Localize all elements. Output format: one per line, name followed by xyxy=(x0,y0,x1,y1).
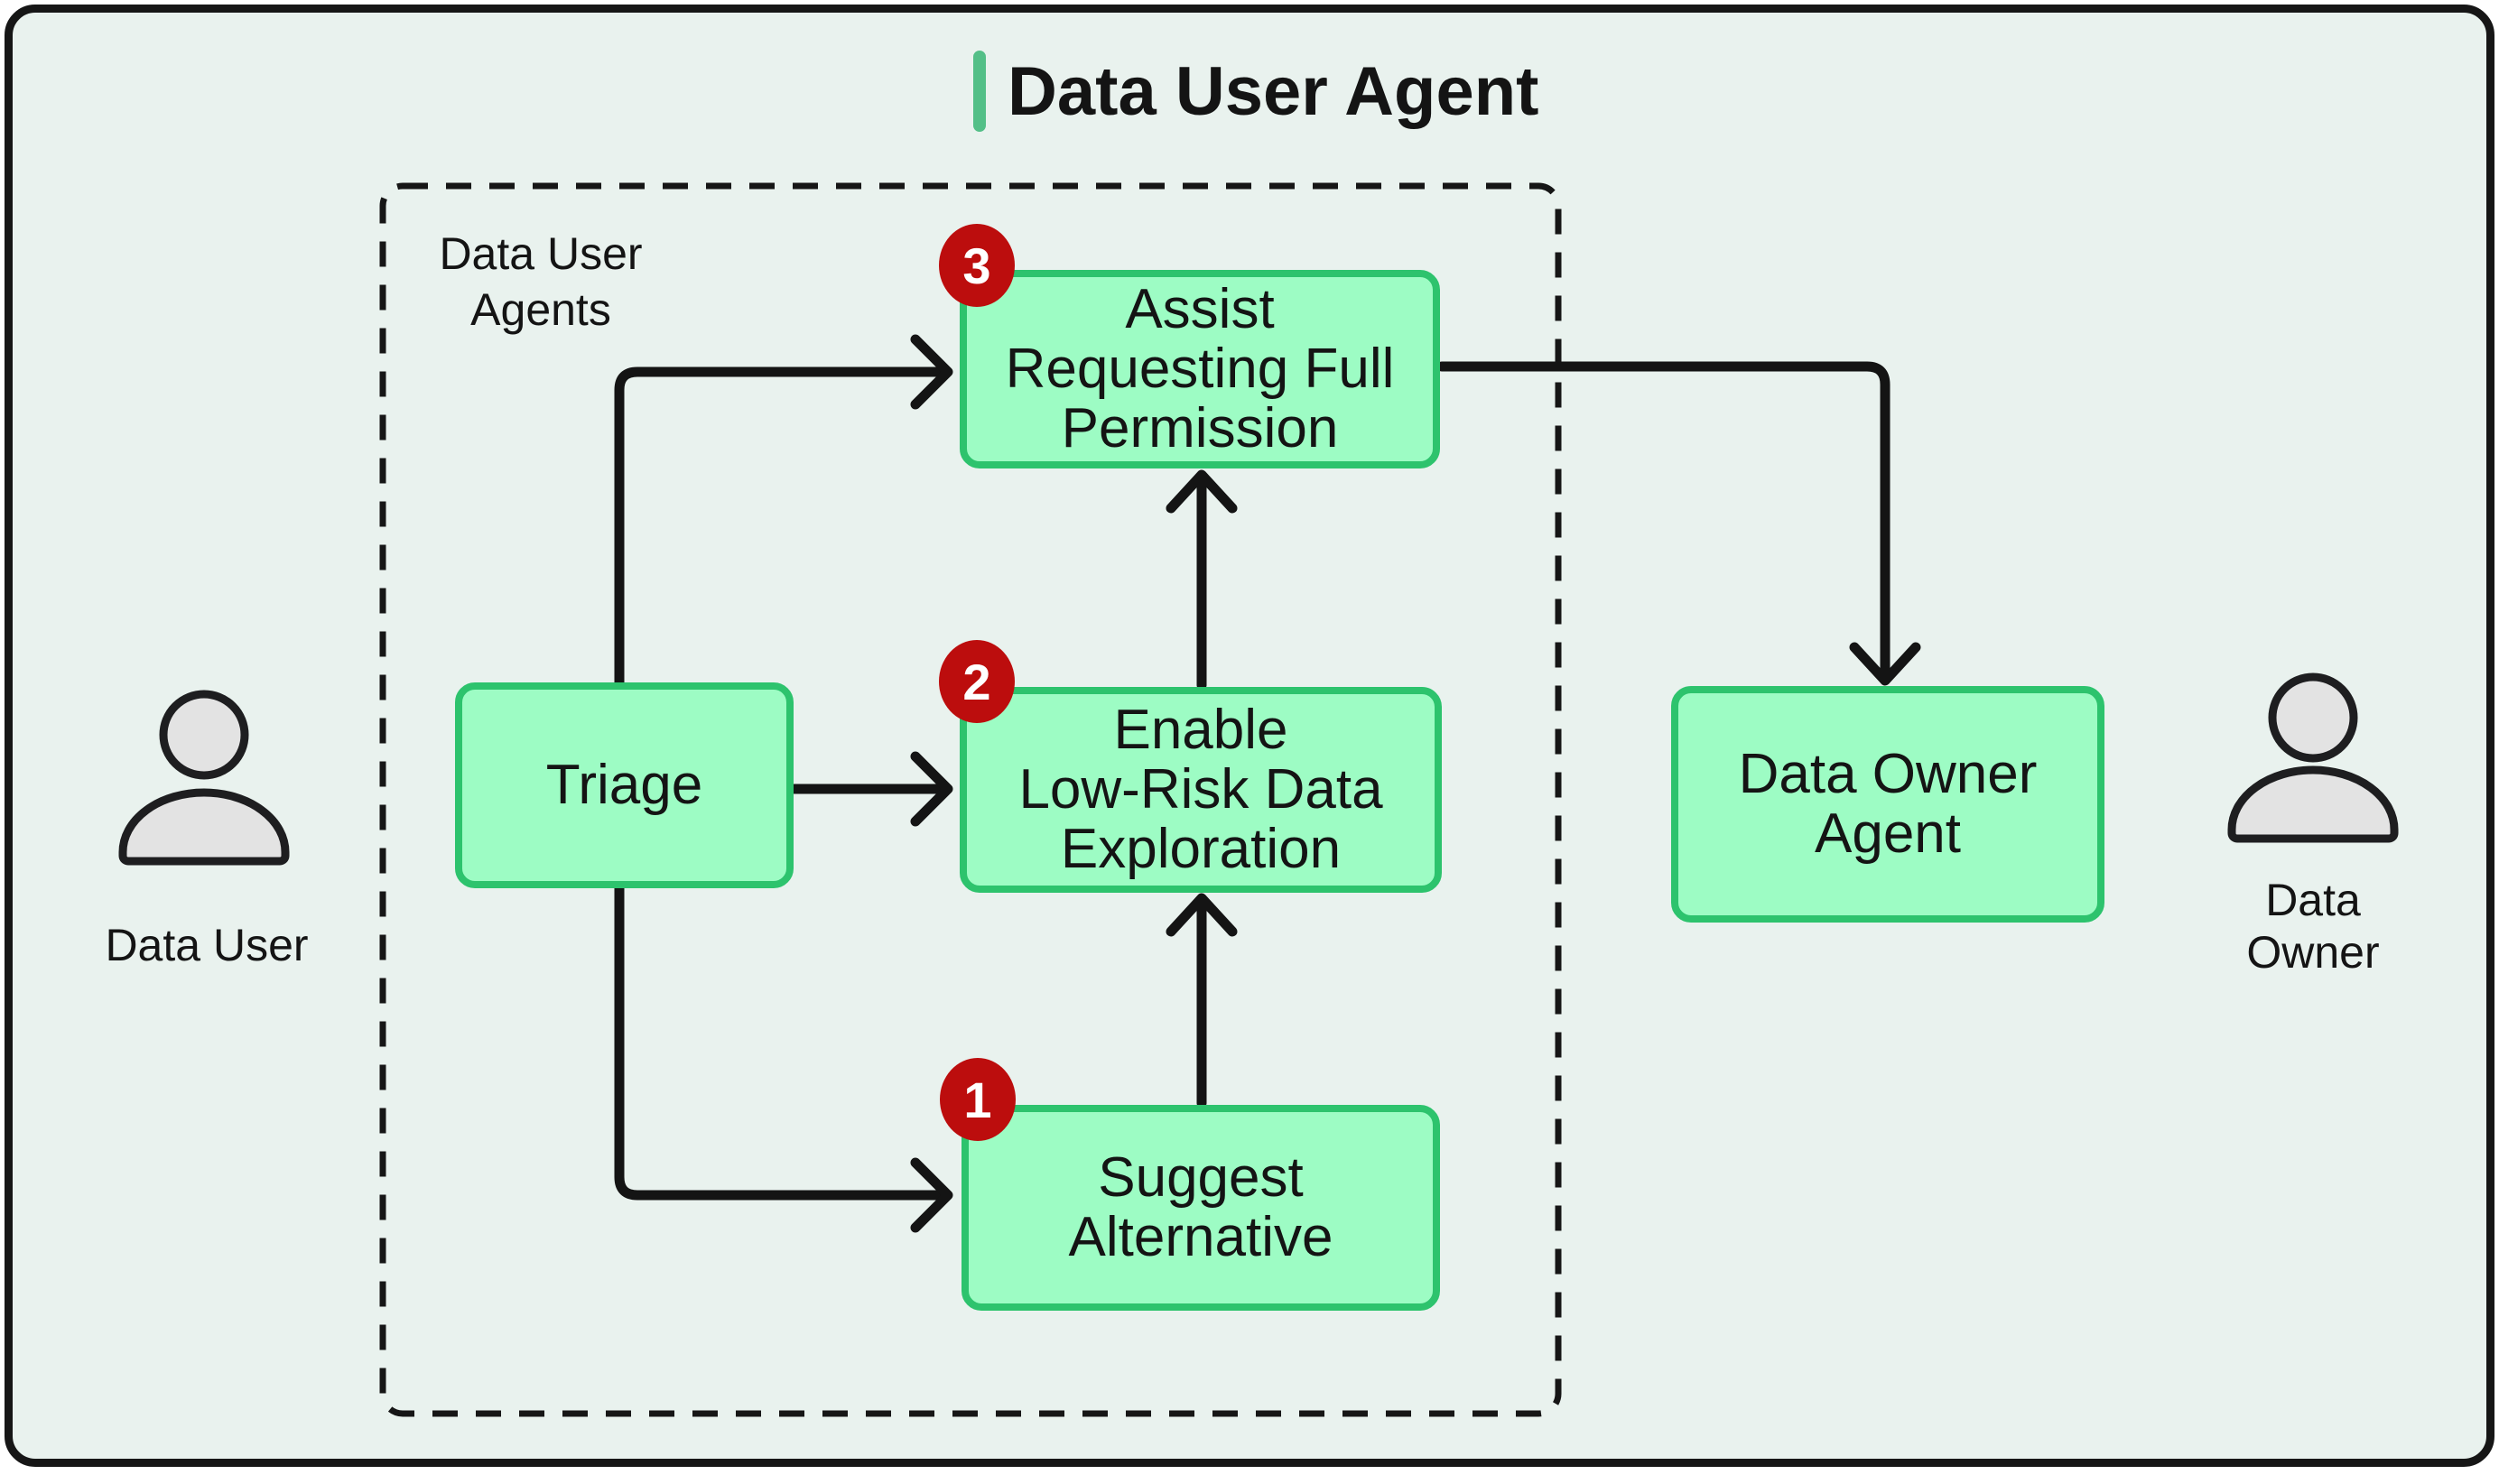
node-suggest-label: Suggest Alternative xyxy=(1068,1146,1333,1268)
data-owner-body xyxy=(2227,765,2399,843)
arrow-triage-to-assist xyxy=(614,366,946,693)
arrowhead-enable-to-assist xyxy=(1166,469,1238,514)
data-user-head xyxy=(159,690,249,780)
step-badge-2: 2 xyxy=(939,640,1015,723)
node-triage-label: Triage xyxy=(545,754,703,816)
page-title: Data User Agent xyxy=(1008,53,1539,130)
node-suggest-alternative: Suggest Alternative xyxy=(962,1105,1440,1311)
title-accent-bar xyxy=(973,51,986,132)
arrow-assist-to-data-owner-agent xyxy=(1436,361,1891,679)
data-user-person-icon xyxy=(118,690,290,866)
node-triage: Triage xyxy=(455,682,794,888)
node-enable-low-risk-data-exploration: Enable Low-Risk Data Exploration xyxy=(960,687,1442,893)
agents-group-label: Data User Agents xyxy=(439,228,643,335)
data-owner-label: Data Owner xyxy=(2246,875,2380,978)
step-badge-3: 3 xyxy=(939,224,1015,307)
step-badge-1: 1 xyxy=(940,1058,1016,1141)
node-data-owner-agent-label: Data Owner Agent xyxy=(1738,743,2038,865)
arrowhead-triage-to-assist xyxy=(910,334,953,410)
data-user-body xyxy=(118,788,290,866)
node-assist-label: Assist Requesting Full Permission xyxy=(1005,278,1395,459)
arrow-triage-to-suggest xyxy=(614,883,946,1201)
node-data-owner-agent: Data Owner Agent xyxy=(1671,686,2104,923)
node-enable-label: Enable Low-Risk Data Exploration xyxy=(1018,699,1383,880)
data-owner-head xyxy=(2268,672,2358,763)
node-assist-requesting-full-permission: Assist Requesting Full Permission xyxy=(960,270,1440,468)
arrowhead-triage-to-enable xyxy=(910,751,953,827)
arrowhead-assist-to-data-owner-agent xyxy=(1849,642,1921,686)
arrowhead-suggest-to-enable xyxy=(1166,893,1238,937)
data-user-label: Data User xyxy=(105,920,309,970)
data-owner-person-icon xyxy=(2227,672,2399,843)
diagram-panel: Data User Agent Data User Agents Triage … xyxy=(5,5,2494,1467)
arrowhead-triage-to-suggest xyxy=(910,1157,953,1233)
